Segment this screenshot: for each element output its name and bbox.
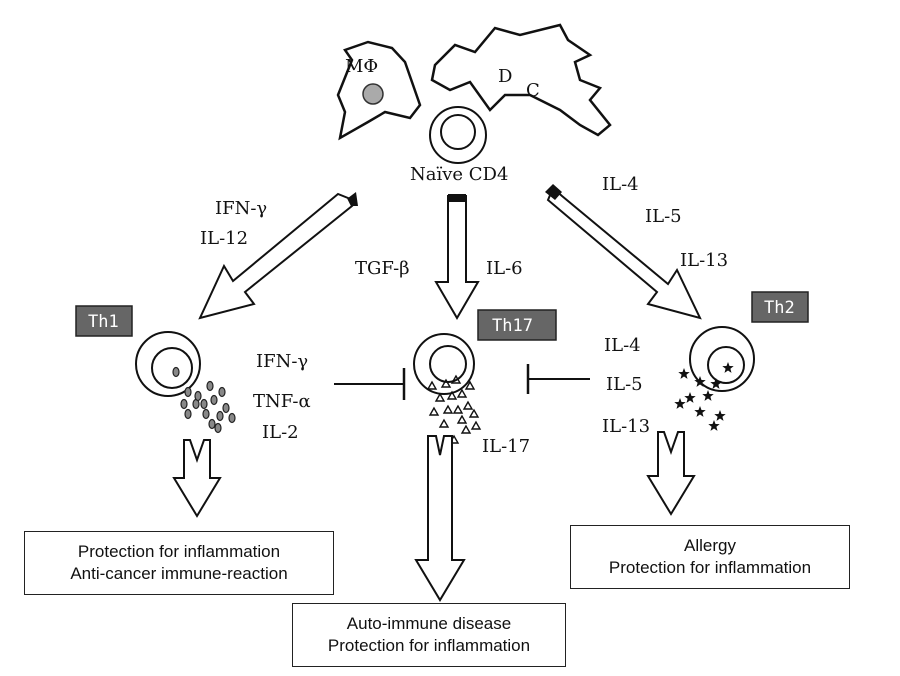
- th1-outcome-arrow: [172, 439, 222, 518]
- th17-triangle: [440, 378, 452, 388]
- naive-cd4-label: Naïve CD4: [410, 164, 508, 185]
- th1-tag: [75, 305, 133, 337]
- th2-star: [722, 362, 734, 373]
- th2-star: [702, 390, 714, 401]
- th1-cell: [135, 331, 201, 397]
- th1-granule: [218, 386, 226, 398]
- th1-outcome-line-1: Protection for inflammation: [77, 542, 281, 561]
- th1-granule: [202, 408, 210, 420]
- th17-nucleus: [429, 345, 467, 383]
- th2-star: [714, 410, 726, 421]
- th1-granule: [208, 418, 216, 430]
- th2-inducer-2: IL-5: [645, 206, 682, 227]
- th2-outcome-arrow: [646, 431, 696, 516]
- th1-inducer-1: IFN-γ: [215, 198, 267, 219]
- th2-star: [694, 376, 706, 387]
- th17-triangle: [426, 380, 438, 390]
- th1-granule: [228, 412, 236, 424]
- arrow-to-th2: [546, 186, 702, 320]
- th17-cell: [413, 333, 475, 395]
- th17-outcome-arrow: [414, 435, 466, 602]
- th1-granule: [180, 398, 188, 410]
- naive-cd4-cell: [429, 106, 487, 164]
- th17-inducer-1: TGF-β: [355, 258, 410, 279]
- th2-outcome-line-1: Allergy: [684, 536, 736, 555]
- th1-granule: [184, 386, 192, 398]
- th2-tag: [751, 291, 809, 323]
- th17-triangles: [426, 374, 482, 444]
- th17-triangle: [446, 390, 458, 400]
- th2-inducer-1: IL-4: [602, 174, 639, 195]
- th17-triangle: [456, 414, 468, 424]
- th1-granule: [214, 422, 222, 434]
- th17-inducer-2: IL-6: [486, 258, 523, 279]
- th17-triangle: [462, 400, 474, 410]
- th1-granule: [216, 410, 224, 422]
- arrow-to-th17-tail: [448, 194, 466, 202]
- th2-star: [694, 406, 706, 417]
- th2-cell: [689, 326, 755, 392]
- th2-secreted-3: IL-13: [602, 416, 650, 437]
- th17-triangle: [428, 406, 440, 416]
- th17-triangle: [470, 420, 482, 430]
- th1-granule: [200, 398, 208, 410]
- th1-nucleus: [151, 347, 193, 389]
- th1-granules: [172, 366, 236, 434]
- th1-outcome-line-2: Anti-cancer immune-reaction: [70, 564, 288, 583]
- th2-star: [708, 420, 720, 431]
- th2-star: [678, 368, 690, 379]
- dc-label-d: D: [498, 66, 512, 87]
- naive-cd4-nucleus: [440, 114, 476, 150]
- th1-granule: [210, 394, 218, 406]
- th2-nucleus: [707, 346, 745, 384]
- th2-star: [684, 392, 696, 403]
- th1-outcome-box: Protection for inflammation Anti-cancer …: [24, 531, 334, 595]
- th2-secreted-2: IL-5: [606, 374, 643, 395]
- th1-secreted-1: IFN-γ: [256, 351, 308, 372]
- th17-triangle: [442, 404, 454, 414]
- th17-triangle: [434, 392, 446, 402]
- th1-secreted-3: IL-2: [262, 422, 299, 443]
- th17-triangle: [450, 374, 462, 384]
- th2-inducer-3: IL-13: [680, 250, 728, 271]
- th2-outcome-line-2: Protection for inflammation: [608, 558, 812, 577]
- th17-triangle: [468, 408, 480, 418]
- th17-triangle: [438, 418, 450, 428]
- arrow-to-th17: [434, 195, 480, 320]
- arrow-to-th2-tail: [545, 184, 562, 200]
- th1-granule: [222, 402, 230, 414]
- th17-triangle: [456, 388, 468, 398]
- arrow-to-th1-tail: [348, 192, 358, 206]
- th17-tag: [477, 309, 557, 341]
- th2-star: [674, 398, 686, 409]
- th2-tag-label: Th2: [764, 298, 795, 318]
- th1-inducer-2: IL-12: [200, 228, 248, 249]
- dc-label-c: C: [526, 80, 540, 101]
- th17-outcome-box: Auto-immune disease Protection for infla…: [292, 603, 566, 667]
- th17-triangle: [452, 404, 464, 414]
- arrow-to-th1: [198, 192, 354, 320]
- th1-tag-label: Th1: [88, 312, 119, 332]
- macrophage-label: MΦ: [345, 56, 378, 77]
- th1-granule: [172, 366, 180, 378]
- th2-stars: [674, 362, 734, 431]
- th17-secreted: IL-17: [482, 436, 530, 457]
- th2-secreted-1: IL-4: [604, 335, 641, 356]
- th1-granule: [184, 408, 192, 420]
- th1-secreted-2: TNF-α: [253, 391, 311, 412]
- th17-outcome-line-2: Protection for inflammation: [327, 636, 531, 655]
- th17-outcome-line-1: Auto-immune disease: [346, 614, 512, 633]
- th17-tag-label: Th17: [492, 316, 533, 336]
- th1-granule: [194, 390, 202, 402]
- th2-star: [710, 378, 722, 389]
- th17-triangle: [460, 424, 472, 434]
- macrophage-cell: [336, 40, 422, 141]
- th17-triangle: [464, 380, 476, 390]
- th1-granule: [206, 380, 214, 392]
- dendritic-cell: [430, 23, 612, 137]
- th2-outcome-box: Allergy Protection for inflammation: [570, 525, 850, 589]
- macrophage-nucleus: [362, 83, 384, 105]
